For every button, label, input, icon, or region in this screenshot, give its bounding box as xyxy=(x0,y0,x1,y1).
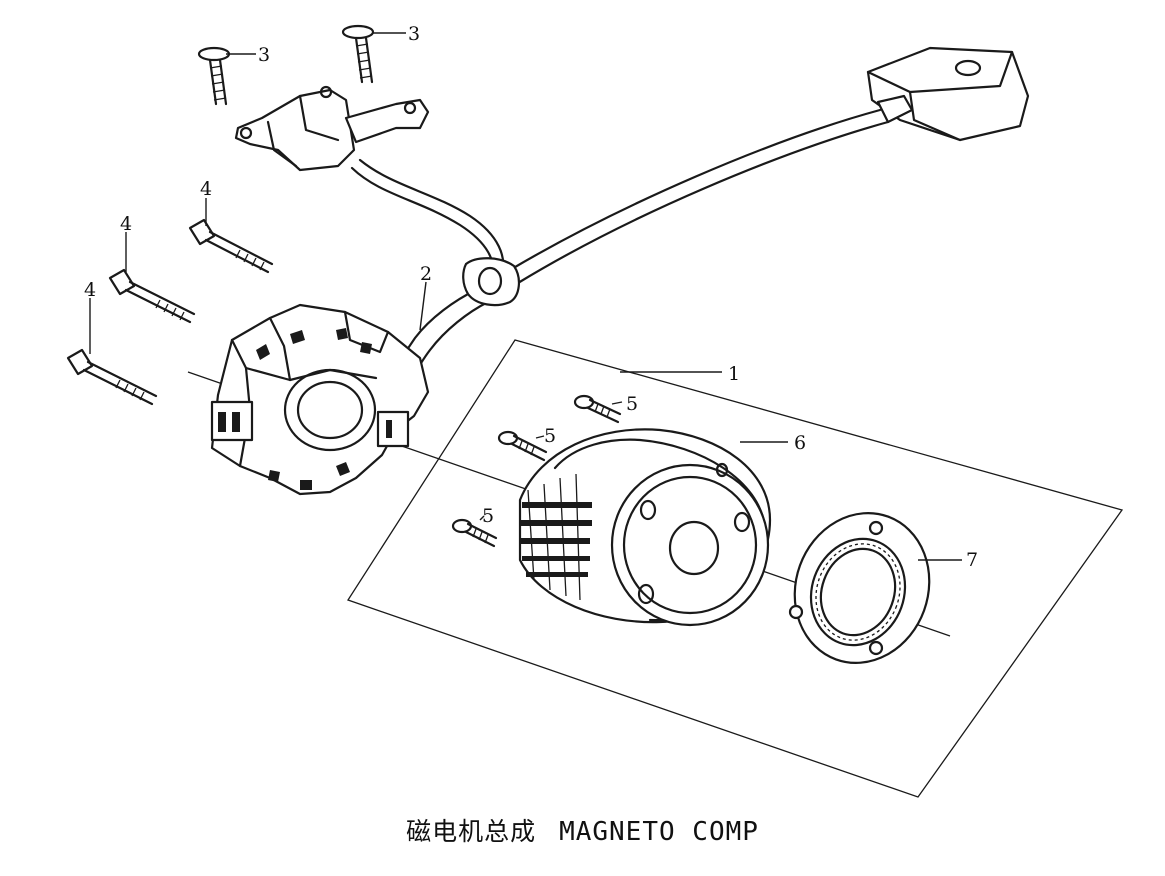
screw-3a xyxy=(197,46,231,106)
connector-plug xyxy=(866,46,1030,142)
callout-1: 1 xyxy=(728,363,740,385)
bolt-4b xyxy=(108,268,196,324)
diagram-caption: 磁电机总成 MAGNETO COMP xyxy=(0,812,1165,848)
callout-6: 6 xyxy=(794,432,806,454)
callout-5b: 5 xyxy=(544,425,556,447)
caption-english: MAGNETO COMP xyxy=(559,817,759,847)
wiring-harness xyxy=(350,108,890,388)
pickup-sensor-bracket xyxy=(234,85,430,172)
callout-4a: 4 xyxy=(200,178,212,200)
screw-5b xyxy=(497,430,548,462)
bolt-4c xyxy=(66,348,158,406)
screw-5c xyxy=(451,518,498,548)
callout-4c: 4 xyxy=(84,279,96,301)
caption-chinese: 磁电机总成 xyxy=(406,817,537,846)
flywheel-rotor xyxy=(518,428,772,627)
callout-4b: 4 xyxy=(120,213,132,235)
screw-3b xyxy=(341,24,375,84)
callout-3b-label: 3 xyxy=(408,23,420,45)
bolt-4a xyxy=(188,218,274,274)
flywheel-assembly-boundary xyxy=(347,339,1124,798)
stator xyxy=(210,303,430,496)
screw-5a xyxy=(573,394,622,424)
callout-7: 7 xyxy=(966,549,978,571)
callout-3a-label: 3 xyxy=(258,44,270,66)
callout-5a: 5 xyxy=(626,393,638,415)
leader-lines xyxy=(89,32,962,561)
one-way-clutch xyxy=(788,512,931,664)
callout-2: 2 xyxy=(420,263,432,285)
callout-5c: 5 xyxy=(482,505,494,527)
